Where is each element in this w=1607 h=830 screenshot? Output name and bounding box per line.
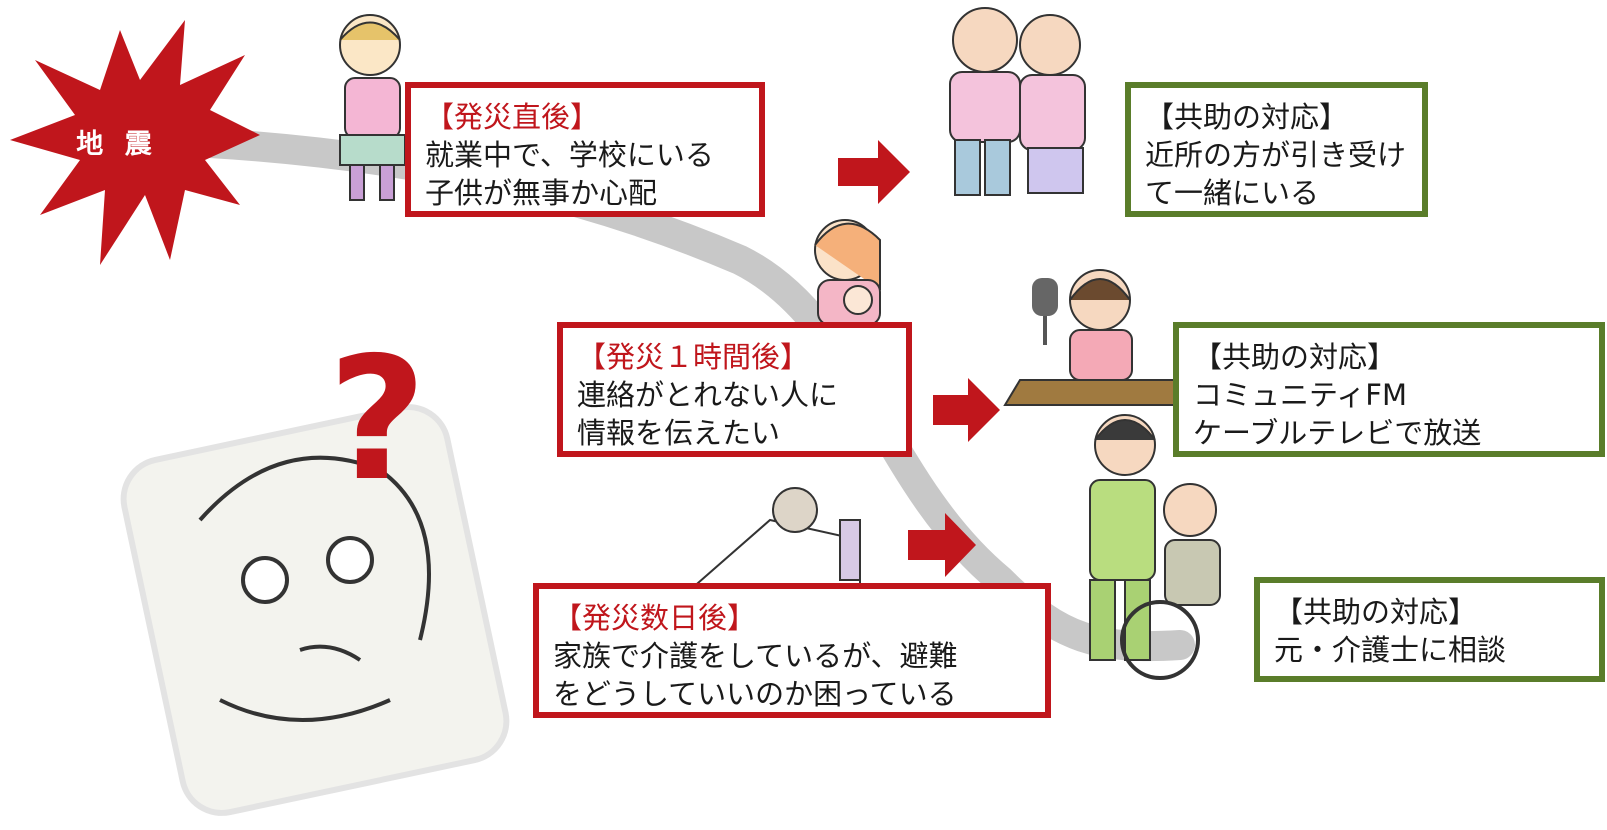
- need-heading: 【発災１時間後】: [577, 340, 810, 374]
- question-mark-icon: ?: [328, 321, 427, 519]
- need-line: 情報を伝えたい: [577, 416, 781, 450]
- arrow-icon: [933, 378, 1000, 442]
- need-line: をどうしていいのか困っている: [553, 677, 957, 711]
- need-box-several-days: 【発災数日後】 家族で介護をしているが、避難 をどうしていいのか困っている: [533, 583, 1051, 718]
- arrow-icon: [838, 140, 910, 204]
- response-heading: 【共助の対応】: [1193, 340, 1397, 374]
- response-heading: 【共助の対応】: [1145, 100, 1349, 134]
- quake-label: 地 震: [76, 129, 158, 160]
- mother-baby-illustration: [814, 219, 881, 326]
- schoolgirl-illustration: [339, 14, 406, 201]
- earthquake-burst-icon: [10, 20, 260, 265]
- response-box-neighbors: 【共助の対応】 近所の方が引き受け て一緒にいる: [1125, 82, 1428, 217]
- need-line: 就業中で、学校にいる: [425, 138, 714, 172]
- response-heading: 【共助の対応】: [1274, 595, 1478, 629]
- response-box-broadcast: 【共助の対応】 コミュニティFM ケーブルテレビで放送: [1173, 322, 1605, 457]
- response-line: コミュニティFM: [1193, 378, 1407, 412]
- need-line: 家族で介護をしているが、避難: [553, 639, 958, 673]
- elderly-couple-illustration: [949, 7, 1086, 196]
- response-line: 元・介護士に相談: [1274, 633, 1507, 667]
- response-line: て一緒にいる: [1145, 176, 1320, 210]
- radio-dj-illustration: [1003, 269, 1192, 406]
- arrow-icon: [908, 513, 976, 577]
- response-line: 近所の方が引き受け: [1145, 138, 1407, 172]
- response-line: ケーブルテレビで放送: [1193, 416, 1482, 450]
- need-box-one-hour: 【発災１時間後】 連絡がとれない人に 情報を伝えたい: [557, 322, 912, 457]
- need-heading: 【発災直後】: [425, 100, 600, 134]
- caregiver-wheelchair-illustration: [1089, 414, 1221, 680]
- bedridden-person-illustration: [687, 487, 861, 592]
- need-line: 子供が無事か心配: [425, 176, 658, 210]
- need-box-immediate: 【発災直後】 就業中で、学校にいる 子供が無事か心配: [405, 82, 765, 217]
- worried-woman-portrait: [120, 404, 510, 816]
- response-box-caregiver: 【共助の対応】 元・介護士に相談: [1254, 577, 1605, 682]
- need-line: 連絡がとれない人に: [577, 378, 839, 412]
- need-heading: 【発災数日後】: [553, 601, 757, 635]
